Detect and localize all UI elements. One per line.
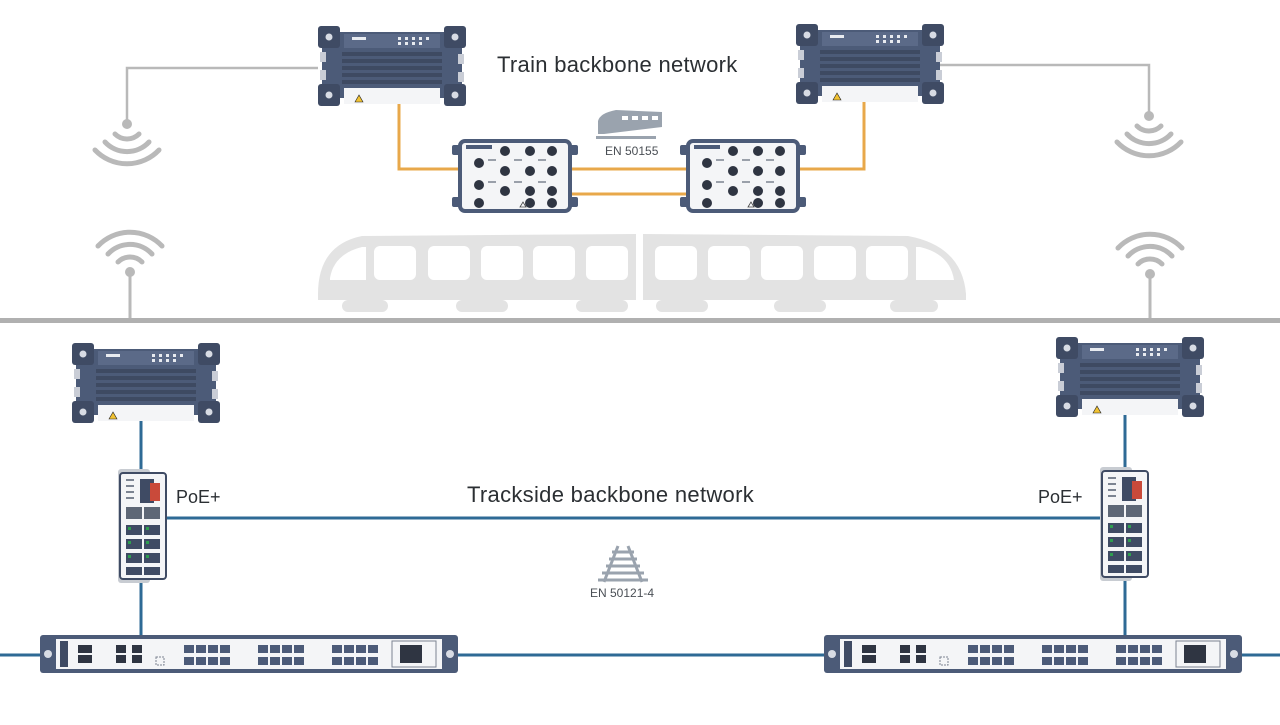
wifi-signal-icon <box>95 119 159 164</box>
rail-line <box>0 318 1280 323</box>
wifi-signal-icon <box>98 232 162 277</box>
poe-switch-left <box>117 468 167 584</box>
trackside-antenna-masts <box>128 272 1152 320</box>
vehicle-access-point-right <box>795 23 945 105</box>
trackside-access-point-left <box>71 342 221 424</box>
train-standard-label: EN 50155 <box>605 144 659 158</box>
poe-label-left: PoE+ <box>176 487 221 507</box>
vehicle-antenna-cables <box>125 63 1151 122</box>
poe-switch-right <box>1099 466 1149 582</box>
train-backbone-links <box>397 100 866 196</box>
poe-label-right: PoE+ <box>1038 487 1083 507</box>
train-icon <box>596 110 662 139</box>
rack-switch-left <box>39 634 459 674</box>
onboard-switch-right <box>678 139 808 213</box>
train-backbone-label: Train backbone network <box>497 52 738 77</box>
train-silhouette <box>318 234 966 312</box>
wifi-signal-icon <box>1118 234 1182 279</box>
onboard-switch-left <box>450 139 580 213</box>
vehicle-access-point-left <box>317 25 467 107</box>
trackside-backbone-label: Trackside backbone network <box>467 482 755 507</box>
wifi-signal-icon <box>1117 111 1181 156</box>
rail-track-icon <box>598 545 648 583</box>
rack-switch-right <box>823 634 1243 674</box>
trackside-standard-label: EN 50121-4 <box>590 586 655 600</box>
trackside-backbone-links <box>0 412 1280 657</box>
trackside-access-point-right <box>1055 336 1205 418</box>
